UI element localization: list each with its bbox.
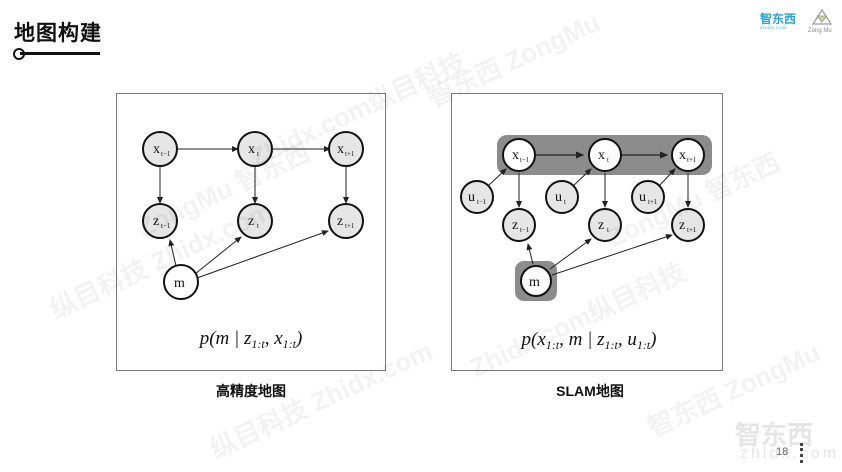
zhidx-logo-sub: ZHIDX.COM xyxy=(760,25,787,30)
svg-text:z: z xyxy=(598,218,604,233)
node-m: m xyxy=(163,264,199,300)
slam-map-caption: SLAM地图 xyxy=(556,383,624,399)
svg-text:x: x xyxy=(512,148,519,163)
svg-text:z: z xyxy=(248,214,254,229)
node-z-t+1: z t+1 xyxy=(328,203,364,239)
svg-text:t−1: t−1 xyxy=(477,198,487,206)
node-u-t-1: u t−1 xyxy=(460,180,494,214)
svg-text:z: z xyxy=(512,218,518,233)
node-m: m xyxy=(520,265,552,297)
node-z-t+1: z t+1 xyxy=(671,208,705,242)
svg-text:t: t xyxy=(564,198,566,206)
svg-text:u: u xyxy=(468,190,475,205)
node-z-t: z t xyxy=(588,208,622,242)
page-indicator-bar xyxy=(800,443,806,463)
node-x-t+1: x t+1 xyxy=(328,131,364,167)
node-z-t-1: z t−1 xyxy=(502,208,536,242)
svg-text:t−1: t−1 xyxy=(520,226,530,234)
svg-text:t+1: t+1 xyxy=(345,150,355,158)
node-z-t: z t xyxy=(237,203,273,239)
node-z-t-1: z t−1 xyxy=(142,203,178,239)
slam-map-graph: x t−1 x t x t+1 u t−1 u t u t+1 xyxy=(460,135,712,352)
node-x-t-1: x t−1 xyxy=(502,138,536,172)
node-x-t: x t xyxy=(588,138,622,172)
svg-text:z: z xyxy=(337,214,343,229)
node-x-t: x t xyxy=(237,131,273,167)
svg-text:t: t xyxy=(257,222,259,230)
node-x-t+1: x t+1 xyxy=(671,138,705,172)
svg-text:x: x xyxy=(598,148,605,163)
svg-text:t+1: t+1 xyxy=(687,156,697,164)
svg-text:x: x xyxy=(153,142,160,157)
hd-map-diagram: x t−1 x t x t+1 z t−1 z t z t+1 xyxy=(116,93,386,371)
node-x-t-1: x t−1 xyxy=(142,131,178,167)
svg-text:z: z xyxy=(153,214,159,229)
svg-text:t+1: t+1 xyxy=(648,198,658,206)
svg-text:x: x xyxy=(248,142,255,157)
svg-text:t: t xyxy=(607,156,609,164)
hd-map-formula: p(m | z1:t, x1:t) xyxy=(198,328,303,351)
svg-text:m: m xyxy=(174,276,185,291)
slam-formula: p(x1:t, m | z1:t, u1:t) xyxy=(520,329,657,352)
slam-map-diagram: x t−1 x t x t+1 u t−1 u t u t+1 xyxy=(451,93,723,371)
title-underline xyxy=(20,52,100,55)
hd-map-graph: x t−1 x t x t+1 z t−1 z t z t+1 xyxy=(142,131,364,351)
zongmu-logo-text: Zong Mu xyxy=(808,28,832,34)
corner-logo-sub: zhidx.com xyxy=(740,445,840,462)
svg-text:t−1: t−1 xyxy=(161,222,171,230)
svg-text:t−1: t−1 xyxy=(161,150,171,158)
node-u-t: u t xyxy=(545,180,579,214)
hd-map-caption: 高精度地图 xyxy=(216,383,286,399)
svg-text:u: u xyxy=(555,190,562,205)
header-logos: 智东西 ZHIDX.COM Zong Mu xyxy=(760,8,840,38)
page-number: 18 xyxy=(776,446,789,458)
zongmu-logo-icon xyxy=(811,8,833,25)
zhidx-logo: 智东西 xyxy=(760,12,797,26)
svg-text:t+1: t+1 xyxy=(687,226,697,234)
svg-text:t−1: t−1 xyxy=(520,156,530,164)
page-title: 地图构建 xyxy=(14,22,102,45)
svg-text:m: m xyxy=(529,275,540,290)
svg-text:x: x xyxy=(337,142,344,157)
svg-text:t+1: t+1 xyxy=(345,222,355,230)
node-u-t+1: u t+1 xyxy=(631,180,665,214)
svg-text:t: t xyxy=(257,150,259,158)
svg-text:z: z xyxy=(679,218,685,233)
svg-text:u: u xyxy=(639,190,646,205)
svg-text:t: t xyxy=(607,226,609,234)
svg-text:x: x xyxy=(679,148,686,163)
